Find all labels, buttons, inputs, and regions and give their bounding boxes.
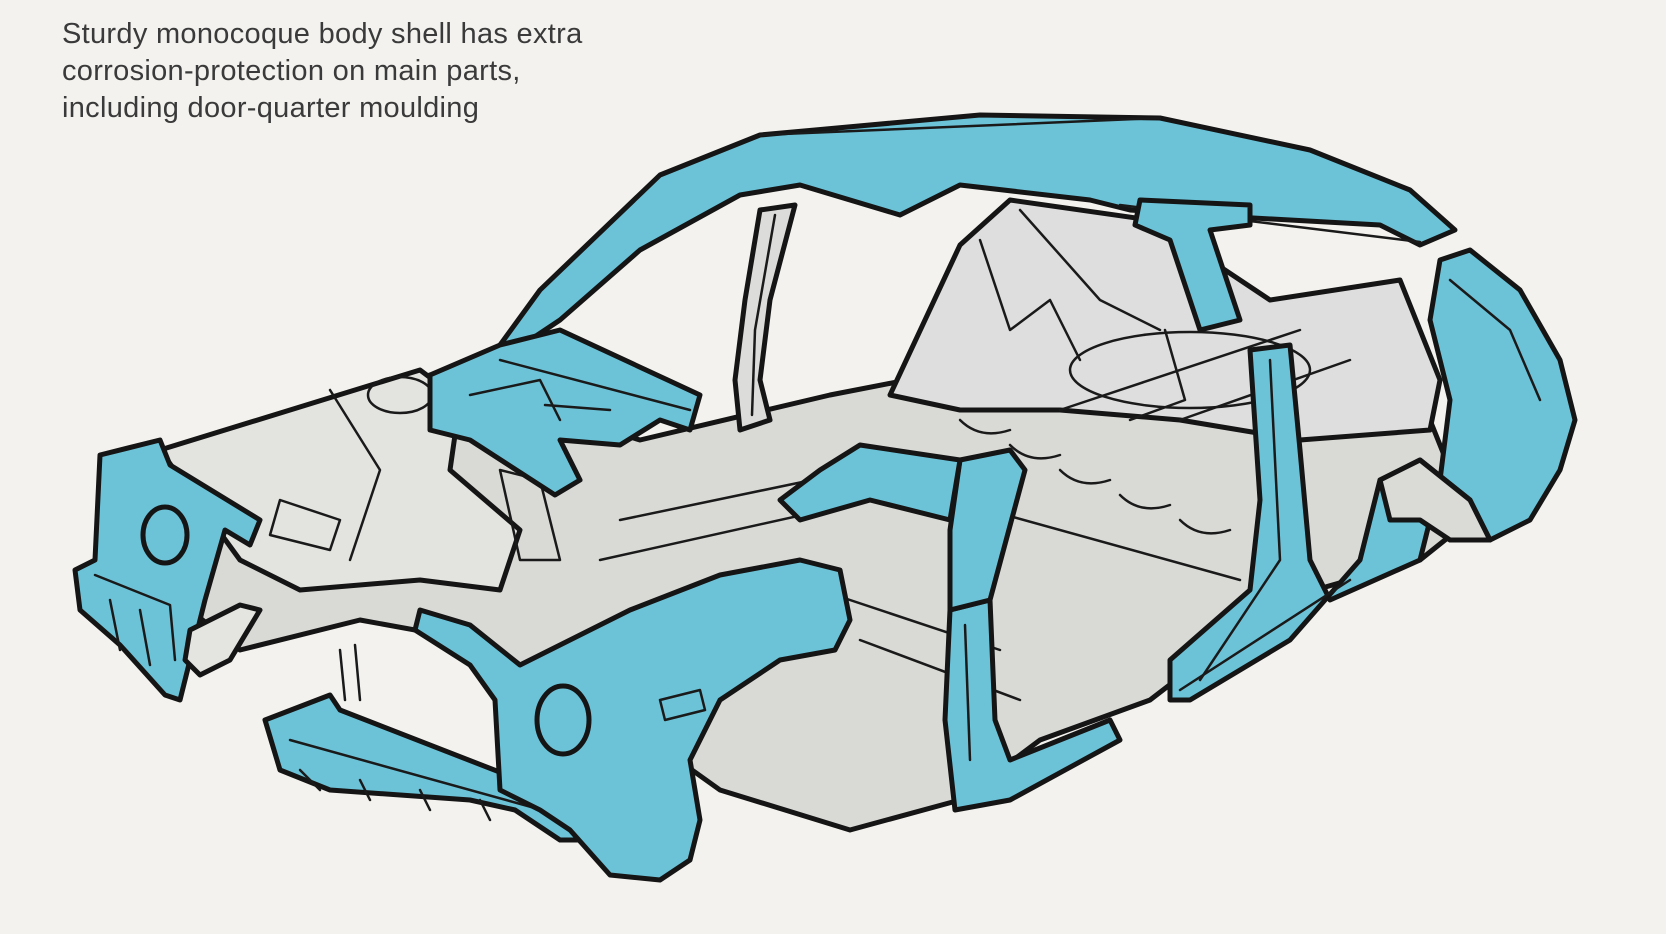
b-pillar — [732, 202, 798, 433]
rear-interior — [887, 197, 1443, 443]
right-b-pillar — [777, 442, 1028, 613]
caption-line-3: including door-quarter moulding — [62, 92, 480, 124]
caption-line-2: corrosion-protection on main parts, — [62, 55, 521, 87]
right-rear-quarter — [1167, 247, 1578, 703]
right-front-fender — [412, 557, 853, 883]
right-a-pillar-post — [942, 597, 1123, 813]
left-front-sill — [182, 602, 263, 678]
c-pillar — [1132, 197, 1253, 333]
caption: Sturdy monocoque body shell has extra co… — [62, 16, 702, 127]
windscreen-frame — [427, 327, 703, 498]
caption-line-1: Sturdy monocoque body shell has extra — [62, 18, 583, 50]
rear-wheel-arch — [1377, 457, 1493, 543]
